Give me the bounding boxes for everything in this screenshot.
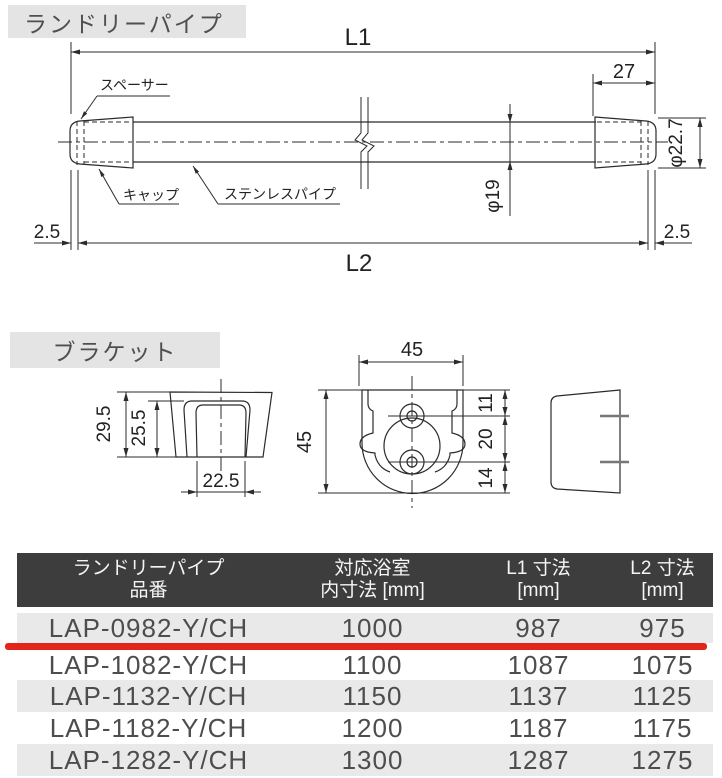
header-L1-dim: L1 寸法 [mm] [506, 558, 571, 601]
product-code: LAP-1182-Y/CH [49, 713, 248, 743]
header-L2-dim: L2 寸法 [mm] [630, 558, 695, 601]
l2-value: 1125 [632, 681, 693, 711]
spec-table: ランドリーパイプ 品番 対応浴室 内寸法 [mm] L1 寸法 [mm] L2 … [17, 553, 713, 776]
bracket-section-title: ブラケット [10, 332, 220, 368]
bracket-drawing: 29.5 25.5 22.5 45 45 11 20 14 [94, 339, 629, 508]
table-row: LAP-1182-Y/CH 1200 1187 1175 [17, 712, 713, 744]
product-code: LAP-1282-Y/CH [48, 745, 249, 775]
l2-value: 1075 [631, 650, 694, 680]
l2-value: 1175 [632, 713, 693, 743]
label-spacer: スペーサー [100, 77, 169, 93]
table-row: LAP-1282-Y/CH 1300 1287 1275 [17, 744, 713, 776]
l1-value: 1187 [508, 713, 569, 743]
table-row: LAP-1082-Y/CH 1100 1087 1075 [17, 650, 713, 680]
l1-value: 1137 [508, 681, 569, 711]
dim-hole-bottom-offset: 14 [476, 467, 497, 489]
l1-value: 1087 [507, 650, 570, 680]
l1-value: 987 [515, 613, 562, 643]
dim-inner-depth: 25.5 [129, 410, 150, 447]
bracket-front-view [361, 389, 464, 495]
inner-dim-value: 1200 [341, 713, 404, 743]
l2-value: 1275 [631, 745, 694, 775]
dim-slot-width: 22.5 [203, 471, 240, 492]
inner-dim-value: 1000 [341, 613, 404, 643]
pipe-section-title: ランドリーパイプ [8, 5, 246, 38]
inner-dim-value: 1300 [341, 745, 404, 775]
l2-value: 975 [639, 613, 686, 643]
dim-hole-top-offset: 11 [476, 393, 497, 413]
dim-hole-pitch: 20 [476, 428, 497, 449]
label-stainless-pipe: ステンレスパイプ [224, 186, 336, 202]
inner-dim-value: 1100 [342, 650, 403, 680]
label-cap: キャップ [123, 187, 179, 203]
dim-outer-depth: 29.5 [94, 406, 115, 443]
dim-gap-left: 2.5 [34, 222, 60, 243]
dim-bracket-width: 45 [401, 339, 423, 361]
header-bathroom-inner-dim: 対応浴室 内寸法 [mm] [320, 558, 425, 601]
highlight-underline [5, 643, 707, 650]
product-code: LAP-0982-Y/CH [48, 613, 249, 643]
inner-dim-value: 1150 [342, 681, 403, 711]
table-row-highlighted: LAP-0982-Y/CH 1000 987 975 [17, 613, 713, 643]
dim-pipe-diameter: φ19 [483, 179, 504, 212]
header-product-code: ランドリーパイプ 品番 [72, 558, 225, 601]
l1-value: 1287 [507, 745, 570, 775]
dim-gap-right: 2.5 [664, 222, 690, 243]
bracket-top-view [169, 391, 273, 458]
dim-L2: L2 [346, 250, 373, 277]
product-code: LAP-1132-Y/CH [49, 681, 248, 711]
pipe-drawing: L1 27 φ19 φ22.7 2.5 2.5 L2 スペーサー [34, 24, 706, 277]
table-header-row: ランドリーパイプ 品番 対応浴室 内寸法 [mm] L1 寸法 [mm] L2 … [17, 553, 713, 607]
dim-cap-length: 27 [613, 61, 635, 83]
bracket-side-view [550, 389, 621, 494]
dim-bracket-height: 45 [294, 431, 316, 453]
table-row: LAP-1132-Y/CH 1150 1137 1125 [17, 680, 713, 712]
dim-cap-diameter: φ22.7 [666, 118, 687, 167]
dim-L1: L1 [345, 24, 372, 51]
pipe-break-symbol [354, 97, 368, 189]
product-code: LAP-1082-Y/CH [48, 650, 249, 680]
